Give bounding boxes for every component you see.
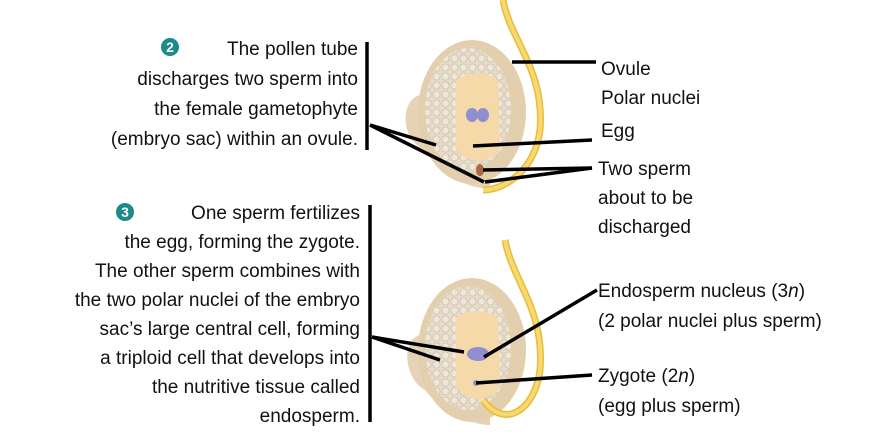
- label-ovule: Ovule: [601, 59, 651, 80]
- label-polar-nuclei: Polar nuclei: [601, 88, 700, 109]
- text-line: the nutritive tissue called: [152, 377, 360, 398]
- text-line: sac’s large central cell, forming: [100, 319, 360, 340]
- text-line: discharges two sperm into: [137, 69, 358, 90]
- endosperm-nucleus: [467, 347, 489, 361]
- text-line: a triploid cell that develops into: [100, 348, 360, 369]
- text-line: The other sperm combines with: [95, 261, 360, 282]
- label-endosperm-nucleus: Endosperm nucleus (3n): [598, 281, 805, 302]
- step-2-description: The pollen tube discharges two sperm int…: [111, 39, 358, 150]
- text-line: the female gametophyte: [154, 99, 358, 120]
- ovule-illustration-bottom: [407, 239, 545, 425]
- sperm-cells: [476, 164, 484, 176]
- label-zygote: Zygote (2n): [598, 366, 695, 387]
- label-two-sperm: about to be: [598, 188, 693, 209]
- label-egg: Egg: [601, 121, 635, 142]
- step-3-description: One sperm fertilizes the egg, forming th…: [75, 203, 360, 427]
- text-line: endosperm.: [260, 406, 360, 427]
- text-line: One sperm fertilizes: [191, 203, 360, 224]
- label-zygote-sub: (egg plus sperm): [598, 396, 741, 417]
- text-line: the two polar nuclei of the embryo: [75, 290, 360, 311]
- label-two-sperm: Two sperm: [598, 159, 691, 180]
- text-line: the egg, forming the zygote.: [124, 232, 360, 253]
- text-line: (embryo sac) within an ovule.: [111, 129, 358, 150]
- step-2-number: 2: [166, 39, 174, 55]
- polar-nucleus: [466, 108, 478, 122]
- polar-nucleus: [477, 108, 489, 122]
- step-2-badge: [161, 38, 179, 56]
- text-line: The pollen tube: [227, 39, 358, 60]
- label-two-sperm: discharged: [598, 217, 691, 238]
- step-3-badge: [116, 203, 134, 221]
- leader-lines: [365, 42, 598, 422]
- label-endosperm-sub: (2 polar nuclei plus sperm): [598, 311, 822, 332]
- step-3-number: 3: [121, 204, 129, 220]
- ovule-illustration-top: [405, 0, 544, 194]
